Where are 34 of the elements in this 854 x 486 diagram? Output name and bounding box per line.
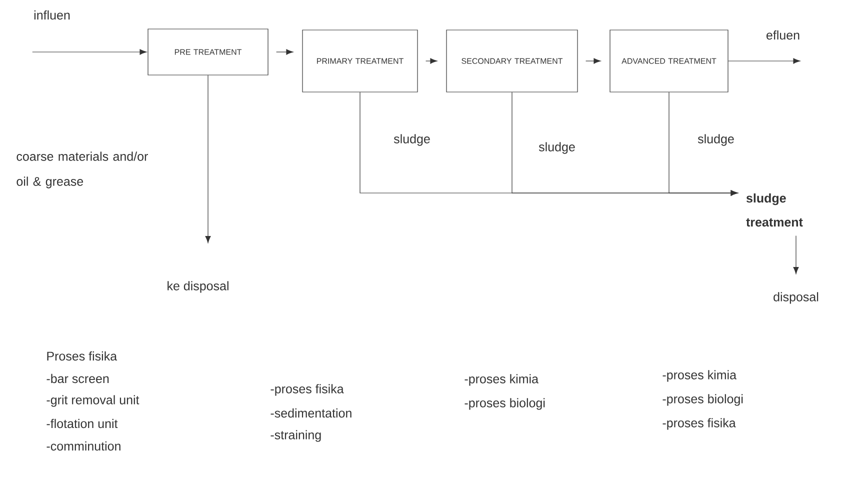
- note-text: -grit removal unit: [46, 395, 140, 407]
- flow-label: ke disposal: [168, 281, 228, 293]
- note-text: -proses kimia: [662, 370, 736, 382]
- flow-label: influen: [34, 10, 70, 20]
- note-text: -proses kimia: [464, 374, 538, 386]
- note-text: coarse materials and/or oil & grease: [16, 152, 148, 188]
- flow-label: efluen: [766, 30, 800, 40]
- edge-label: sludge: [392, 133, 432, 147]
- process-box: SECONDARY TREATMENT: [446, 30, 578, 92]
- note-text: -proses biologi: [662, 394, 743, 406]
- process-box: PRE TREATMENT: [148, 28, 268, 76]
- flow-label: disposal: [774, 292, 818, 304]
- note-text: -proses fisika: [662, 418, 736, 430]
- note-text: -straining: [270, 430, 321, 442]
- note-text: -comminution: [46, 441, 120, 451]
- process-box: ADVANCED TREATMENT: [610, 30, 728, 92]
- arrow: [586, 58, 601, 64]
- note-text: -proses fisika: [270, 384, 344, 396]
- note-text: -flotation unit: [46, 418, 118, 428]
- note-text: -sedimentation: [270, 408, 352, 418]
- process-label: sludge treatment: [746, 193, 803, 227]
- edge-label: sludge: [696, 133, 736, 147]
- arrow: [668, 92, 738, 196]
- process-box: PRIMARY TREATMENT: [302, 30, 418, 92]
- note-text: -bar screen: [46, 374, 109, 384]
- arrow: [276, 49, 294, 55]
- arrow: [32, 49, 147, 55]
- arrow: [426, 58, 438, 64]
- note-text: -proses biologi: [464, 398, 545, 410]
- arrow: [728, 58, 800, 64]
- arrow: [205, 75, 211, 244]
- edge-label: sludge: [538, 141, 576, 155]
- note-text: Proses fisika: [47, 351, 118, 361]
- arrow: [793, 235, 799, 274]
